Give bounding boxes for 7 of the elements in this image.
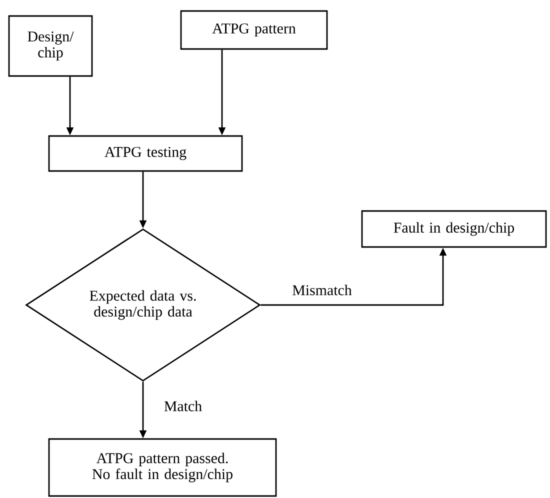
process-box: ATPG testing xyxy=(48,135,243,172)
edge-label: Mismatch xyxy=(291,284,353,296)
process-box: ATPG pattern xyxy=(180,10,328,50)
edge-label: Match xyxy=(162,400,204,412)
process-box: Fault in design/chip xyxy=(361,210,547,248)
process-box: ATPG pattern passed. No fault in design/chip xyxy=(48,438,277,497)
process-box: Design/ chip xyxy=(8,15,93,77)
